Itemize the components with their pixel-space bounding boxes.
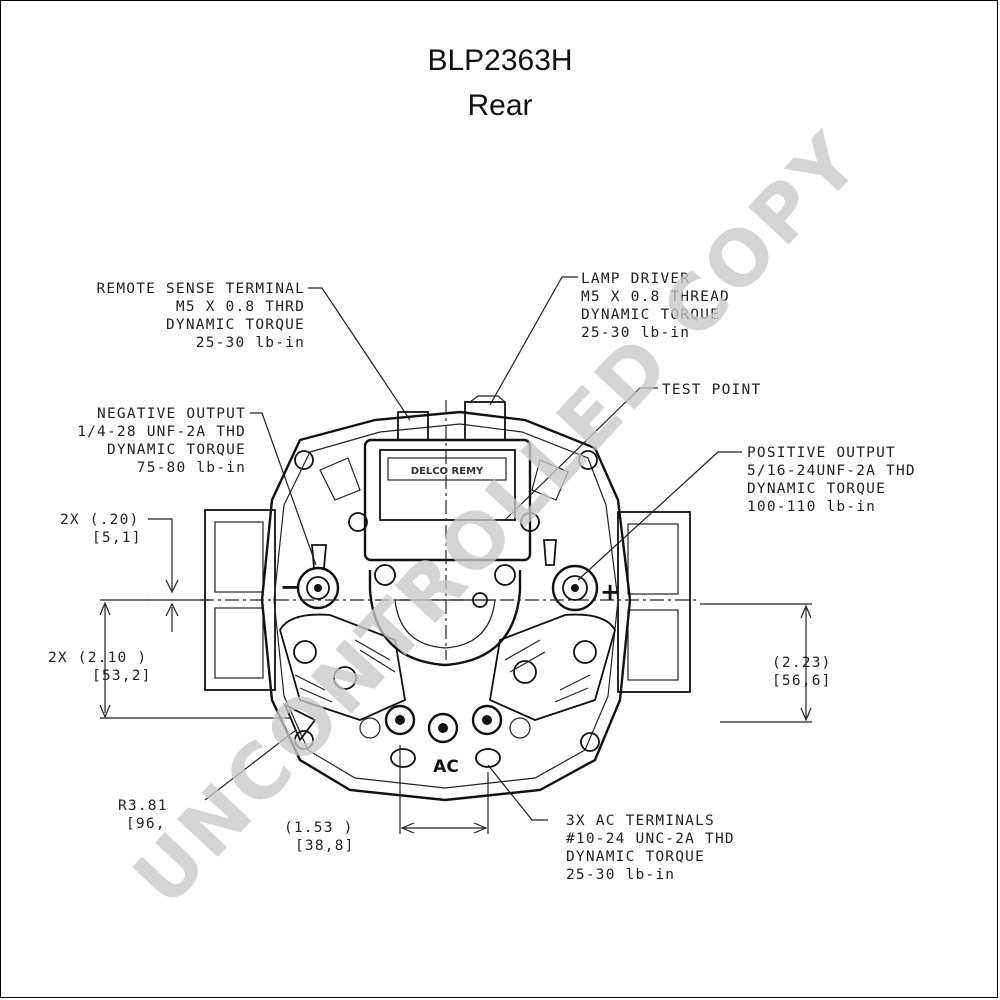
svg-text:NEGATIVE OUTPUT: NEGATIVE OUTPUT (97, 406, 246, 422)
dimension-lines (99, 518, 812, 834)
view-subtitle: Rear (467, 89, 533, 122)
callout-positive-output: POSITIVE OUTPUT 5/16-24UNF-2A THD DYNAMI… (747, 445, 916, 515)
brush-holder-arch (368, 570, 522, 667)
slip-ring-opening (394, 599, 496, 649)
svg-text:25-30 lb-in: 25-30 lb-in (566, 867, 675, 883)
svg-text:75-80 lb-in: 75-80 lb-in (137, 460, 246, 476)
svg-text:100-110 lb-in: 100-110 lb-in (747, 499, 876, 515)
svg-text:R3.81: R3.81 (118, 798, 168, 814)
ac-terminals (359, 704, 531, 768)
callout-test-point: TEST POINT (662, 382, 761, 398)
svg-text:DYNAMIC TORQUE: DYNAMIC TORQUE (166, 317, 305, 333)
svg-text:TEST POINT: TEST POINT (662, 382, 761, 398)
rectifier-heatsink-right (488, 613, 616, 721)
regulator-brand-label: DELCO REMY (411, 466, 484, 477)
svg-text:[5,1]: [5,1] (92, 530, 142, 546)
svg-text:DYNAMIC TORQUE: DYNAMIC TORQUE (107, 442, 246, 458)
svg-text:M5 X 0.8 THREAD: M5 X 0.8 THREAD (581, 289, 730, 305)
svg-text:(2.23): (2.23) (772, 655, 832, 671)
svg-text:[53,2]: [53,2] (92, 668, 152, 684)
svg-text:DYNAMIC TORQUE: DYNAMIC TORQUE (581, 307, 720, 323)
svg-text:[56,6]: [56,6] (772, 673, 832, 689)
callout-ac-terminals: 3X AC TERMINALS #10-24 UNC-2A THD DYNAMI… (566, 813, 735, 883)
rectifier-heatsink-left (279, 613, 407, 721)
svg-text:LAMP DRIVER: LAMP DRIVER (581, 271, 690, 287)
positive-sign: + (600, 578, 620, 606)
svg-text:3X AC TERMINALS: 3X AC TERMINALS (566, 813, 715, 829)
negative-output-stud (296, 544, 340, 610)
svg-text:[38,8]: [38,8] (295, 838, 355, 854)
svg-text:REMOTE SENSE TERMINAL: REMOTE SENSE TERMINAL (96, 281, 305, 297)
svg-text:DYNAMIC TORQUE: DYNAMIC TORQUE (566, 849, 705, 865)
callout-remote-sense: REMOTE SENSE TERMINAL M5 X 0.8 THRD DYNA… (96, 281, 305, 351)
voltage-regulator: DELCO REMY (348, 395, 540, 586)
callout-negative-output: NEGATIVE OUTPUT 1/4-28 UNF-2A THD DYNAMI… (77, 406, 246, 476)
negative-sign: − (280, 573, 300, 601)
svg-text:(1.53 ): (1.53 ) (284, 820, 354, 836)
svg-text:25-30 lb-in: 25-30 lb-in (196, 335, 305, 351)
part-number-title: BLP2363H (427, 44, 573, 77)
svg-text:[96,: [96, (126, 816, 166, 832)
svg-text:#10-24 UNC-2A THD: #10-24 UNC-2A THD (566, 831, 735, 847)
svg-text:DYNAMIC TORQUE: DYNAMIC TORQUE (747, 481, 886, 497)
svg-text:1/4-28 UNF-2A THD: 1/4-28 UNF-2A THD (77, 424, 246, 440)
dimension-labels: 2X (.20) [5,1] 2X (2.10 ) [53,2] (2.23) … (48, 512, 832, 854)
svg-text:5/16-24UNF-2A THD: 5/16-24UNF-2A THD (747, 463, 916, 479)
svg-text:2X (2.10 ): 2X (2.10 ) (48, 650, 147, 666)
uncontrolled-copy-watermark: UNCONTROLLED COPY (116, 114, 878, 922)
callout-lamp-driver: LAMP DRIVER M5 X 0.8 THREAD DYNAMIC TORQ… (581, 271, 730, 341)
fan-blade-tip (283, 703, 317, 742)
alternator-housing (260, 410, 632, 802)
svg-text:POSITIVE OUTPUT: POSITIVE OUTPUT (747, 445, 896, 461)
leader-lines (204, 276, 742, 821)
mounting-ear-left (204, 509, 276, 691)
svg-text:25-30 lb-in: 25-30 lb-in (581, 325, 690, 341)
svg-text:2X (.20): 2X (.20) (60, 512, 139, 528)
ac-label: AC (433, 757, 459, 777)
svg-text:M5 X 0.8 THRD: M5 X 0.8 THRD (176, 299, 305, 315)
positive-output-stud (543, 539, 599, 612)
